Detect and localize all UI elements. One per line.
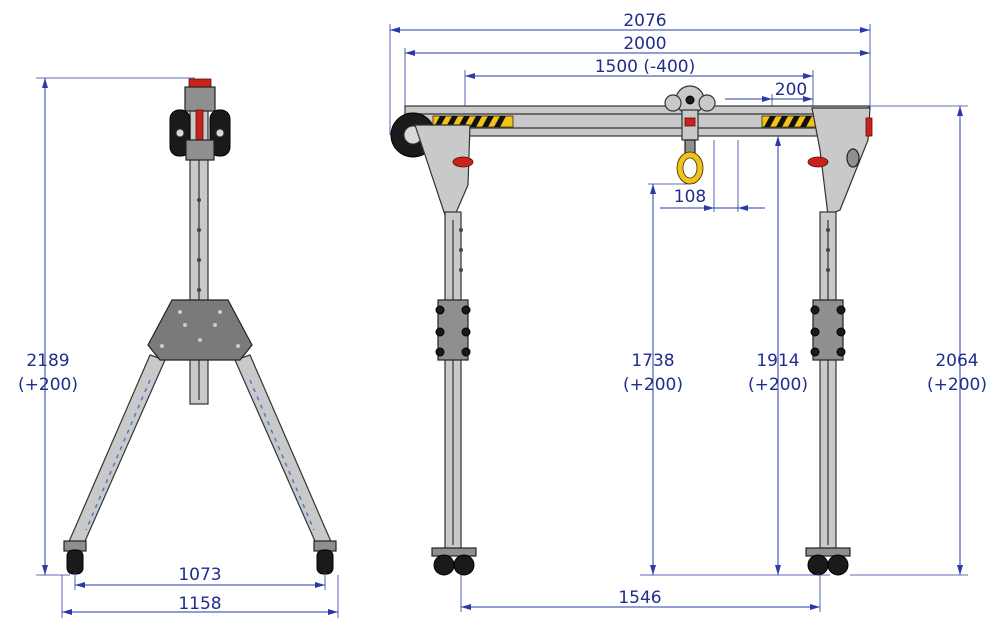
front-warning-stripes-right <box>761 115 817 128</box>
front-trolley <box>664 85 716 141</box>
front-beam-height-value: 1914 <box>756 351 799 371</box>
front-end-offset-dimension: 200 <box>725 80 813 106</box>
side-base-width-value: 1158 <box>178 594 221 614</box>
front-overall-width-value: 2076 <box>623 11 666 31</box>
side-height-adjust: (+200) <box>18 375 78 395</box>
front-overall-height-value: 2064 <box>935 351 978 371</box>
front-overall-height-adjust: (+200) <box>927 375 987 395</box>
front-leg-clamps-right <box>810 299 846 361</box>
side-height-value: 2189 <box>26 351 69 371</box>
front-beam-length-value: 2000 <box>623 34 666 54</box>
front-caster-right <box>805 547 851 576</box>
front-hook-height-adjust: (+200) <box>623 375 683 395</box>
front-view: 2076 2000 1500 (-400) 200 <box>389 11 987 612</box>
front-end-offset-value: 200 <box>775 80 807 100</box>
front-trolley-travel-dimension: 1500 (-400) <box>464 57 814 106</box>
front-hook-offset-dimension: 108 <box>660 140 765 212</box>
front-hook-height-value: 1738 <box>631 351 674 371</box>
front-leg-span-dimension: 1546 <box>460 575 821 612</box>
side-wheel-span-dimension: 1073 <box>74 565 326 590</box>
side-height-dimension: 2189 (+200) <box>18 77 195 576</box>
front-caster-left <box>431 547 477 576</box>
side-gusset-plate <box>147 299 253 361</box>
front-beam-height-adjust: (+200) <box>748 375 808 395</box>
front-hook-height-dimension: 1738 (+200) <box>623 183 830 576</box>
side-base-width-dimension: 1158 <box>61 575 339 618</box>
front-beam-length-dimension: 2000 <box>404 34 870 106</box>
side-caster-left <box>63 540 87 575</box>
front-overall-width-dimension: 2076 <box>389 11 871 135</box>
front-beam-height-dimension: 1914 (+200) <box>748 136 808 575</box>
front-hook-offset-value: 108 <box>674 187 706 207</box>
front-warning-stripes-left <box>432 115 514 128</box>
front-trolley-travel-value: 1500 (-400) <box>595 57 696 77</box>
front-leg-clamps-left <box>435 299 471 361</box>
front-end-plate-left <box>414 124 471 216</box>
side-leg-left <box>67 354 166 549</box>
side-caster-right <box>313 540 337 575</box>
front-overall-height-dimension: 2064 (+200) <box>850 105 987 576</box>
side-wheel-span-value: 1073 <box>178 565 221 585</box>
front-leg-span-value: 1546 <box>618 588 661 608</box>
front-hook <box>676 139 704 185</box>
side-top-cap <box>188 78 212 88</box>
side-leg-right <box>234 354 333 549</box>
side-view: 2189 (+200) 1073 1158 <box>18 77 339 618</box>
